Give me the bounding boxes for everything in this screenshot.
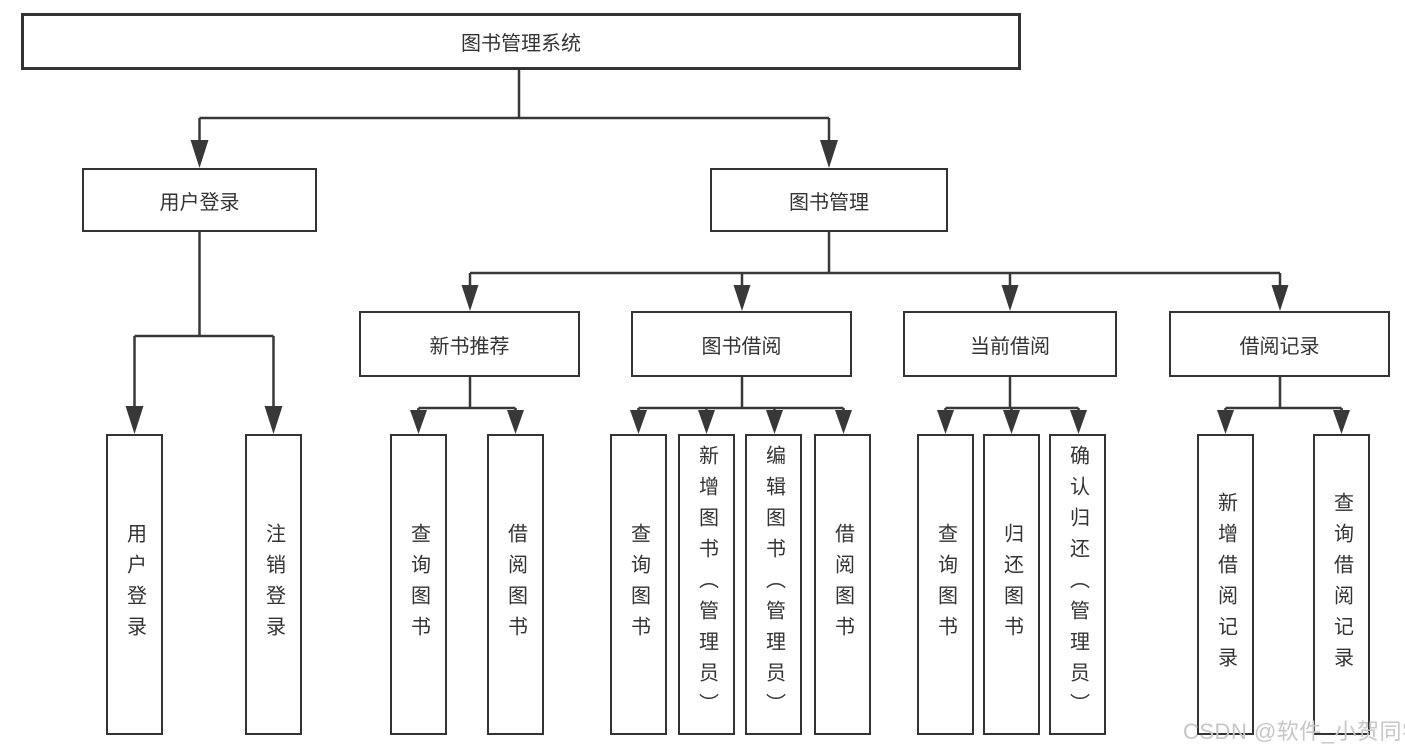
leaf-query-borrow-record: 查询借阅记录	[1313, 434, 1370, 735]
node-label: 借阅记录	[1239, 335, 1320, 358]
leaf-label: 查询借阅记录	[1330, 491, 1353, 678]
leaf-label: 确认归还（管理员）	[1066, 445, 1089, 724]
node-borrow-records: 借阅记录	[1169, 311, 1390, 377]
node-user-login: 用户登录	[82, 168, 317, 232]
node-label: 当前借阅	[970, 335, 1050, 358]
node-new-book-recommend: 新书推荐	[359, 311, 580, 377]
connector-user-login-children	[125, 232, 283, 434]
leaf-label: 新增图书（管理员）	[695, 445, 718, 724]
connector-book-management-children	[461, 232, 1289, 311]
leaf-label: 编辑图书（管理员）	[762, 445, 785, 724]
node-label: 新书推荐	[429, 335, 510, 358]
node-library-management-system: 图书管理系统	[21, 13, 1021, 70]
leaf-return-books: 归还图书	[983, 434, 1040, 735]
csdn-watermark: CSDN @软件_小贺同学	[1183, 719, 1405, 744]
connector-new-book-recommend-children	[410, 376, 524, 434]
node-label: 图书管理	[789, 191, 869, 214]
leaf-query-books-current: 查询图书	[917, 434, 974, 735]
leaf-user-login: 用户登录	[106, 434, 163, 735]
node-book-borrow: 图书借阅	[631, 311, 852, 377]
leaf-add-books-admin: 新增图书（管理员）	[678, 434, 735, 735]
leaf-label: 查询图书	[934, 522, 957, 647]
leaf-label: 借阅图书	[504, 522, 527, 647]
node-current-borrow: 当前借阅	[903, 311, 1117, 377]
connector-borrow-records-children	[1217, 376, 1350, 434]
leaf-add-borrow-record: 新增借阅记录	[1197, 434, 1254, 735]
leaf-label: 用户登录	[123, 522, 146, 647]
leaf-logout: 注销登录	[245, 434, 302, 735]
connector-current-borrow-children	[937, 376, 1087, 434]
leaf-query-books-borrow: 查询图书	[610, 434, 667, 735]
connector-book-borrow-children	[630, 376, 852, 434]
node-book-management: 图书管理	[710, 168, 948, 232]
leaf-label: 借阅图书	[831, 522, 854, 647]
leaf-label: 归还图书	[1000, 522, 1023, 647]
connector-root-to-level2	[190, 70, 838, 168]
leaf-borrow-books-recommend: 借阅图书	[487, 434, 544, 735]
leaf-label: 注销登录	[262, 522, 285, 647]
node-label: 图书管理系统	[461, 33, 581, 55]
leaf-label: 查询图书	[627, 522, 650, 647]
leaf-edit-books-admin: 编辑图书（管理员）	[745, 434, 802, 735]
leaf-label: 查询图书	[407, 522, 430, 647]
leaf-query-books-recommend: 查询图书	[390, 434, 447, 735]
node-label: 用户登录	[159, 191, 240, 214]
leaf-borrow-books: 借阅图书	[814, 434, 871, 735]
node-label: 图书借阅	[701, 335, 782, 358]
leaf-confirm-return-admin: 确认归还（管理员）	[1049, 434, 1106, 735]
leaf-label: 新增借阅记录	[1214, 491, 1237, 678]
